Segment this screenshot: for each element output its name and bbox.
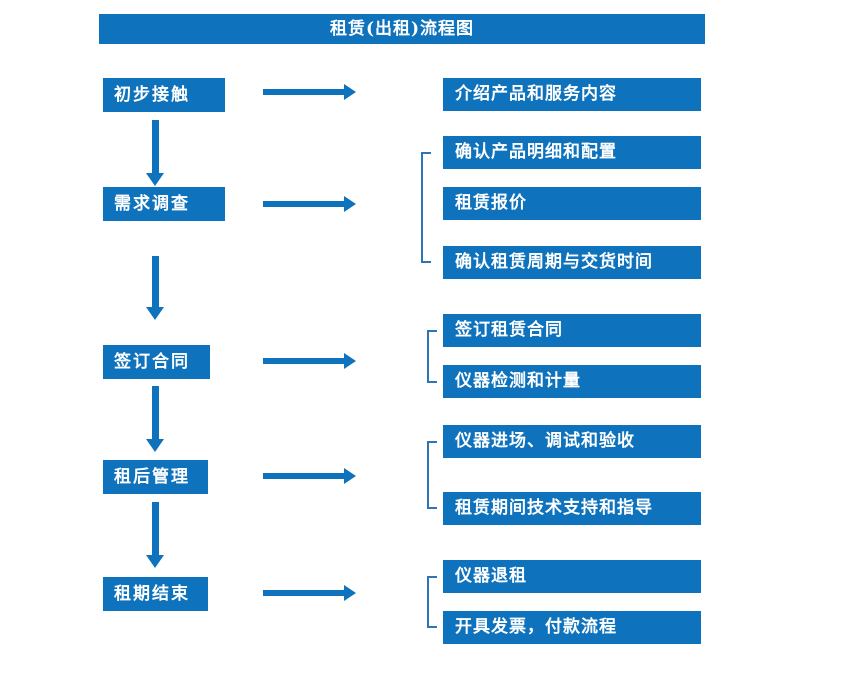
step-box-demand-survey: 需求调查 bbox=[103, 187, 225, 221]
step-box-post-rental-management: 租后管理 bbox=[103, 460, 208, 494]
down-arrow-4 bbox=[146, 502, 165, 568]
right-arrow-shaft bbox=[263, 358, 344, 364]
down-arrow-shaft bbox=[152, 502, 159, 555]
down-arrow-head bbox=[146, 439, 164, 452]
detail-box-technical-support: 租赁期间技术支持和指导 bbox=[443, 492, 701, 525]
step-box-initial-contact: 初步接触 bbox=[103, 78, 225, 112]
detail-box-confirm-period-delivery: 确认租赁周期与交货时间 bbox=[443, 246, 701, 279]
down-arrow-shaft bbox=[152, 256, 159, 307]
right-arrow-head bbox=[344, 468, 356, 484]
down-arrow-3 bbox=[146, 386, 165, 452]
detail-box-instrument-return: 仪器退租 bbox=[443, 560, 701, 593]
right-arrow-shaft bbox=[263, 89, 344, 95]
right-arrow-shaft bbox=[263, 201, 344, 207]
group-bracket-sign-contract bbox=[427, 330, 437, 383]
right-arrow-2 bbox=[263, 196, 356, 212]
right-arrow-head bbox=[344, 353, 356, 369]
step-box-rental-period-end: 租期结束 bbox=[103, 577, 208, 611]
detail-box-confirm-product-config: 确认产品明细和配置 bbox=[443, 136, 701, 169]
group-bracket-rental-end bbox=[427, 576, 437, 628]
detail-box-instrument-setup: 仪器进场、调试和验收 bbox=[443, 425, 701, 458]
down-arrow-shaft bbox=[152, 120, 159, 173]
right-arrow-1 bbox=[263, 84, 356, 100]
detail-box-rental-quotation: 租赁报价 bbox=[443, 187, 701, 220]
detail-box-sign-rental-contract: 签订租赁合同 bbox=[443, 314, 701, 347]
group-bracket-demand-survey bbox=[421, 152, 431, 263]
detail-box-invoice-payment: 开具发票，付款流程 bbox=[443, 611, 701, 644]
detail-box-introduce-products: 介绍产品和服务内容 bbox=[443, 78, 701, 111]
right-arrow-shaft bbox=[263, 473, 344, 479]
right-arrow-4 bbox=[263, 468, 356, 484]
down-arrow-head bbox=[146, 307, 164, 320]
down-arrow-shaft bbox=[152, 386, 159, 439]
down-arrow-head bbox=[146, 555, 164, 568]
right-arrow-5 bbox=[263, 585, 356, 601]
right-arrow-3 bbox=[263, 353, 356, 369]
right-arrow-head bbox=[344, 196, 356, 212]
down-arrow-head bbox=[146, 173, 164, 186]
right-arrow-shaft bbox=[263, 590, 344, 596]
group-bracket-post-rental bbox=[427, 441, 437, 509]
flowchart-title: 租赁(出租)流程图 bbox=[99, 14, 705, 44]
down-arrow-1 bbox=[146, 120, 165, 186]
step-box-sign-contract: 签订合同 bbox=[103, 345, 210, 379]
detail-box-instrument-testing: 仪器检测和计量 bbox=[443, 365, 701, 398]
right-arrow-head bbox=[344, 84, 356, 100]
down-arrow-2 bbox=[146, 256, 165, 320]
right-arrow-head bbox=[344, 585, 356, 601]
